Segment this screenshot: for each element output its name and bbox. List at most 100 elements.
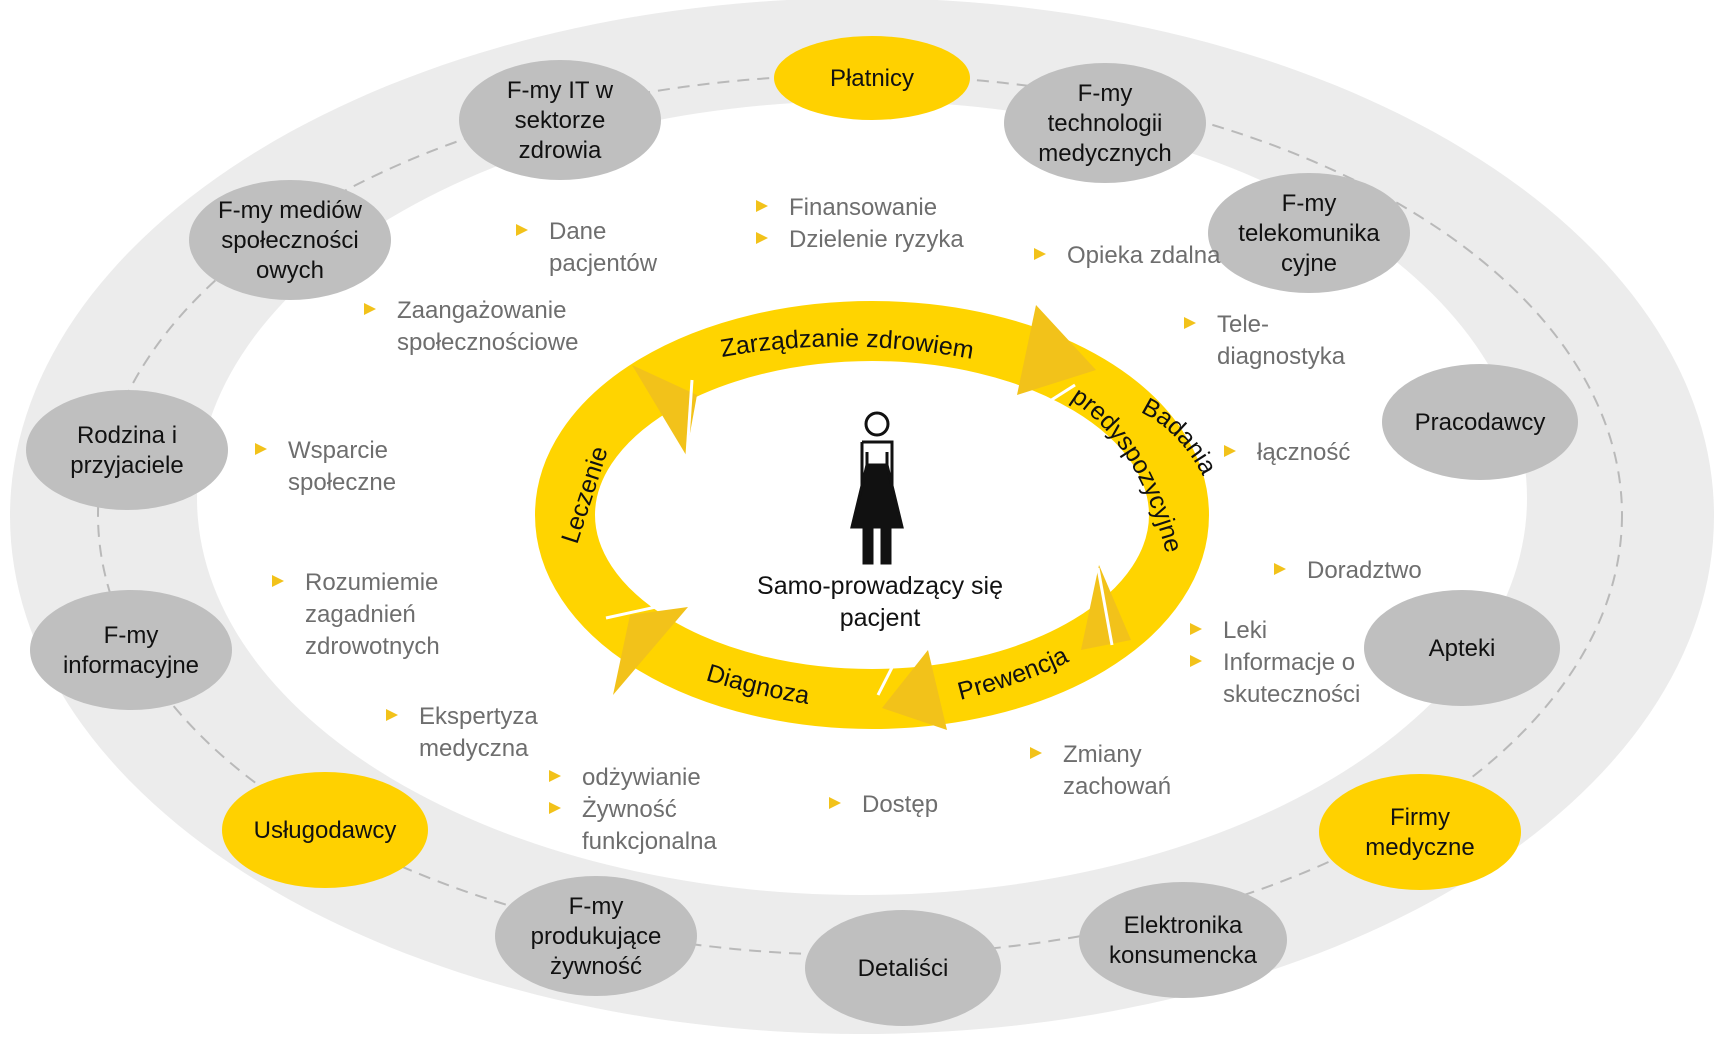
bullet-triangle-icon (1184, 317, 1196, 329)
bullet-triangle-icon (255, 443, 267, 455)
bullet-triangle-icon (1224, 445, 1236, 457)
stakeholder-label-line: produkujące (531, 923, 662, 950)
bullet-triangle-icon (1190, 655, 1202, 667)
service-label-line: zagadnień (305, 601, 416, 628)
stakeholder-label-line: społeczności (221, 227, 358, 254)
stakeholder-label-line: telekomunika (1238, 220, 1380, 247)
stakeholder-label-line: Rodzina i (77, 422, 177, 449)
service-item-dostep: Dostęp (829, 791, 938, 818)
service-label-line: społecznościowe (397, 329, 578, 356)
person-icon (850, 411, 904, 565)
stakeholder-label-line: cyjne (1281, 250, 1337, 277)
service-label-line: diagnostyka (1217, 343, 1346, 370)
service-item-odzywianie: odżywianie (549, 764, 701, 791)
stakeholder-node-platnicy: Płatnicy (774, 36, 970, 120)
service-label-line: Dane (549, 218, 606, 245)
stakeholder-node-rodzina: Rodzina i przyjaciele (26, 390, 228, 510)
stakeholder-label-line: F-my (569, 893, 624, 920)
bullet-triangle-icon (1030, 747, 1042, 759)
cycle-arrowhead (632, 365, 697, 455)
bullet-triangle-icon (272, 575, 284, 587)
cycle-separator (685, 379, 694, 456)
stakeholder-bubble (222, 772, 428, 888)
stakeholder-bubble (1004, 63, 1206, 183)
stakeholder-label-line: F-my IT w (507, 77, 614, 104)
stakeholder-node-technologii: F-my technologii medycznych (1004, 63, 1206, 183)
bullet-triangle-icon (756, 200, 768, 212)
bullet-triangle-icon (829, 797, 841, 809)
stakeholder-bubble (1079, 882, 1287, 998)
stakeholder-node-zywnosc: F-my produkujące żywność (495, 876, 697, 996)
cycle-separator (605, 603, 666, 620)
stakeholder-bubble (459, 60, 661, 180)
service-item-telediag: Tele-diagnostyka (1184, 311, 1346, 370)
stakeholder-bubble (805, 910, 1001, 1026)
stakeholder-node-informacyjne: F-my informacyjne (30, 590, 232, 710)
stakeholder-bubble (774, 36, 970, 120)
service-label-line: Dzielenie ryzyka (789, 226, 964, 253)
bullet-triangle-icon (1190, 623, 1202, 635)
bullet-triangle-icon (1034, 248, 1046, 260)
service-label-line: zachowań (1063, 773, 1171, 800)
service-label-line: pacjentów (549, 250, 658, 277)
stakeholder-label-line: zdrowia (519, 137, 602, 164)
bullet-triangle-icon (549, 770, 561, 782)
service-label-line: Zmiany (1063, 741, 1142, 768)
service-label-line: Ekspertyza (419, 703, 538, 730)
stakeholder-label-line: informacyjne (63, 652, 199, 679)
bullet-triangle-icon (386, 709, 398, 721)
stakeholder-label-line: przyjaciele (70, 452, 183, 479)
service-label-line: społeczne (288, 469, 396, 496)
stakeholder-label-line: technologii (1048, 110, 1163, 137)
service-label-line: odżywianie (582, 764, 701, 791)
stakeholder-label-line: Detaliści (858, 955, 949, 982)
service-label-line: Finansowanie (789, 194, 937, 221)
stakeholder-label-line: Firmy (1390, 804, 1450, 831)
stakeholder-node-detalisci: Detaliści (805, 910, 1001, 1026)
stakeholder-bubble (1208, 173, 1410, 293)
service-label-line: Doradztwo (1307, 557, 1422, 584)
service-item-opieka: Opieka zdalna (1034, 242, 1221, 269)
stakeholder-node-apteki: Apteki (1364, 590, 1560, 706)
stakeholder-bubble (1382, 364, 1578, 480)
service-item-finansowanie: Finansowanie (756, 194, 937, 221)
service-label-line: zdrowotnych (305, 633, 440, 660)
stakeholder-node-it: F-my IT w sektorze zdrowia (459, 60, 661, 180)
stakeholder-label-line: F-my (1282, 190, 1337, 217)
stakeholder-label-line: F-my (104, 622, 159, 649)
service-label-line: Opieka zdalna (1067, 242, 1221, 269)
stakeholder-label-line: konsumencka (1109, 942, 1258, 969)
stakeholder-node-uslugodawcy: Usługodawcy (222, 772, 428, 888)
service-label-line: łączność (1257, 439, 1350, 466)
stakeholder-label-line: medyczne (1365, 834, 1474, 861)
stakeholder-bubble (30, 590, 232, 710)
stakeholder-label-line: sektorze (515, 107, 606, 134)
bullet-triangle-icon (756, 232, 768, 244)
service-label-line: Leki (1223, 617, 1267, 644)
cycle-arrowhead (1017, 305, 1096, 395)
service-label-line: Żywność (582, 796, 677, 823)
stakeholder-label-line: owych (256, 257, 324, 284)
cycle-ring (535, 301, 1209, 730)
service-label-line: medyczna (419, 735, 529, 762)
cycle-separator (1019, 383, 1076, 422)
stakeholder-label-line: Apteki (1429, 635, 1496, 662)
stakeholder-label-line: żywność (550, 953, 642, 980)
cycle-arrowhead (613, 607, 688, 695)
service-label-line: Dostęp (862, 791, 938, 818)
service-label-line: Informacje o (1223, 649, 1355, 676)
service-item-leki: Leki (1190, 617, 1267, 644)
service-item-ryzyko: Dzielenie ryzyka (756, 226, 964, 253)
stakeholder-label-line: Usługodawcy (254, 817, 397, 844)
service-label-line: Zaangażowanie (397, 297, 566, 324)
bullet-triangle-icon (549, 802, 561, 814)
stakeholder-label-line: medycznych (1038, 140, 1171, 167)
stakeholder-label-line: F-my (1078, 80, 1133, 107)
